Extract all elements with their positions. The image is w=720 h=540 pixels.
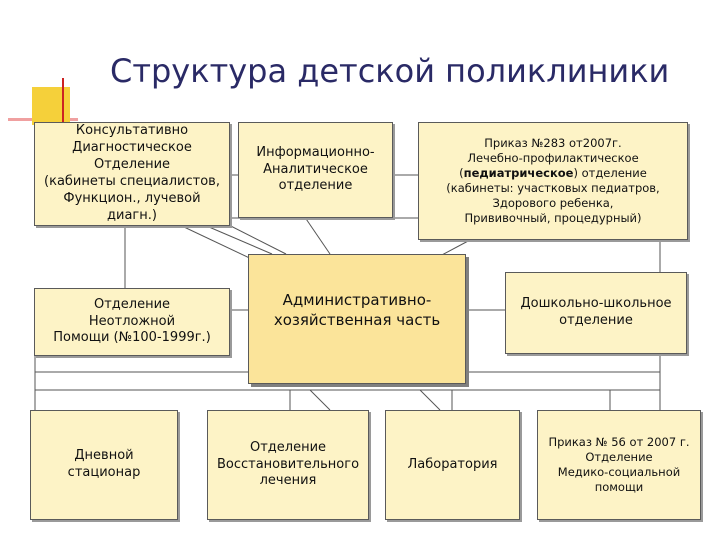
box-preschool-school-department: Дошкольно-школьное отделение [505,272,687,354]
connector [419,389,441,411]
box-label: Дневной стационар [67,448,141,480]
connector [439,239,471,257]
paren-open: ( [459,166,464,181]
box-label: Административно- хозяйственная часть [273,291,441,329]
box-rehabilitation-department: Отделение Восстановительного лечения [207,410,369,520]
box-administrative-economic-part: Административно- хозяйственная часть [248,254,466,384]
box-laboratory: Лаборатория [385,410,520,520]
box-label: Дошкольно-школьное отделение [520,296,672,328]
department-suffix: ) отделение [573,166,647,181]
box-consultative-diagnostic-department: Консультативно Диагностическое Отделение… [34,122,230,226]
page-title: Структура детской поликлиники [110,52,670,90]
department-name-line: (педиатрическое) отделение [459,166,647,181]
department-type-line: Лечебно-профилактическое [467,151,639,166]
box-label: Приказ № 56 от 2007 г. Отделение Медико-… [548,435,690,494]
connector [309,389,331,411]
box-emergency-department: Отделение Неотложной Помощи (№100-1999г.… [34,288,230,356]
order-283-line: Приказ №283 от2007г. [484,136,622,151]
box-day-hospital: Дневной стационар [30,410,178,520]
box-label: Информационно- Аналитическое отделение [256,144,375,194]
box-label: Лаборатория [407,456,498,472]
box-label: Консультативно Диагностическое Отделение… [44,123,220,223]
box-pediatric-department: Приказ №283 от2007г. Лечебно-профилактич… [418,122,688,240]
box-label: Отделение Неотложной Помощи (№100-1999г.… [53,296,211,346]
decorative-line-vertical [62,78,64,148]
box-information-analytical-department: Информационно- Аналитическое отделение [238,122,393,218]
pediatric-bold-word: педиатрическое [463,166,574,181]
box-label: Отделение Восстановительного лечения [216,439,360,489]
cabinets-list: (кабинеты: участковых педиатров, Здорово… [446,181,660,225]
box-medical-social-department: Приказ № 56 от 2007 г. Отделение Медико-… [537,410,701,520]
